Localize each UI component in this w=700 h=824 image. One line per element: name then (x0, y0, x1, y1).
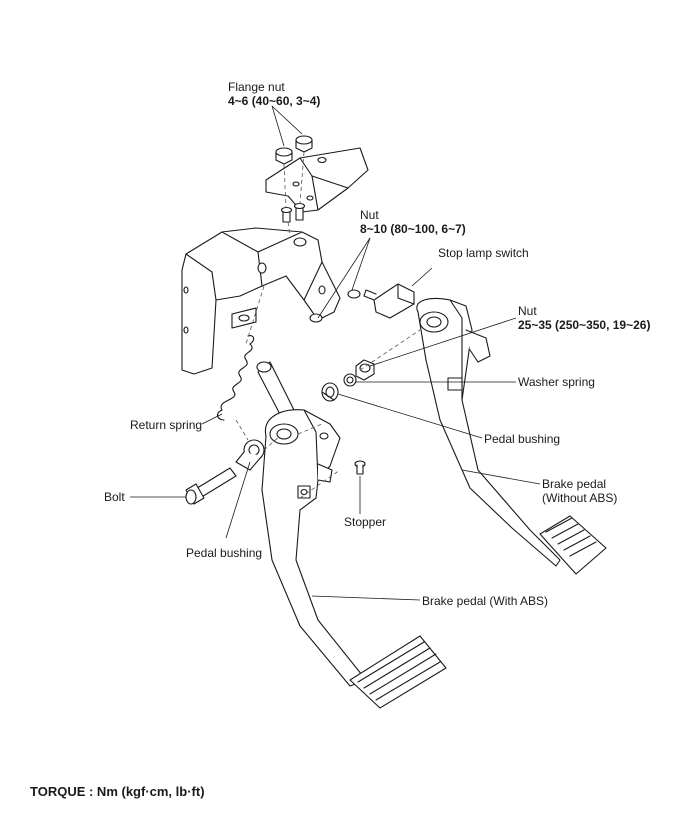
return-spring-part (216, 335, 255, 421)
pedal-bushing-left-part (235, 439, 265, 471)
nut-upper-label: Nut (360, 208, 379, 222)
pedal-bushing-right-label: Pedal bushing (484, 432, 561, 446)
pivot-hardware (321, 359, 375, 402)
flange-nut-torque-label: 4~6 (40~60, 3~4) (228, 94, 321, 108)
flange-nut-label: Flange nut (228, 80, 285, 94)
return-spring-label: Return spring (130, 418, 203, 432)
leader-lines (130, 105, 541, 601)
nut-upper-torque-label: 8~10 (80~100, 6~7) (360, 222, 466, 236)
bolt-part (185, 467, 237, 505)
studs (280, 202, 306, 223)
torque-units-footer: TORQUE : Nm (kgf·cm, lb·ft) (30, 784, 205, 799)
bolt-label: Bolt (104, 490, 125, 504)
stop-lamp-switch-part (363, 283, 415, 319)
pedal-bushing-left-label: Pedal bushing (186, 546, 263, 560)
nut-pivot-label: Nut (518, 304, 537, 318)
brake-pedal-with-abs-part (261, 409, 447, 709)
washer-spring-label: Washer spring (518, 375, 595, 389)
brake-pedal-with-abs-label: Brake pedal (With ABS) (422, 594, 549, 608)
assembly-guides (235, 151, 421, 499)
brake-pedal-without-abs-part (416, 297, 607, 575)
nut-pivot-torque-label: 25~35 (250~350, 19~26) (518, 318, 651, 332)
stopper-label: Stopper (344, 515, 387, 529)
upper-bracket (265, 147, 369, 213)
stopper-part (354, 460, 366, 475)
brake-pedal-without-abs-label-line1: Brake pedal (542, 477, 607, 491)
stop-lamp-switch-label: Stop lamp switch (438, 246, 529, 260)
brake-pedal-without-abs-label-line2: (Without ABS) (542, 491, 618, 505)
flange-nut-parts (275, 135, 313, 165)
main-bracket (181, 227, 341, 375)
